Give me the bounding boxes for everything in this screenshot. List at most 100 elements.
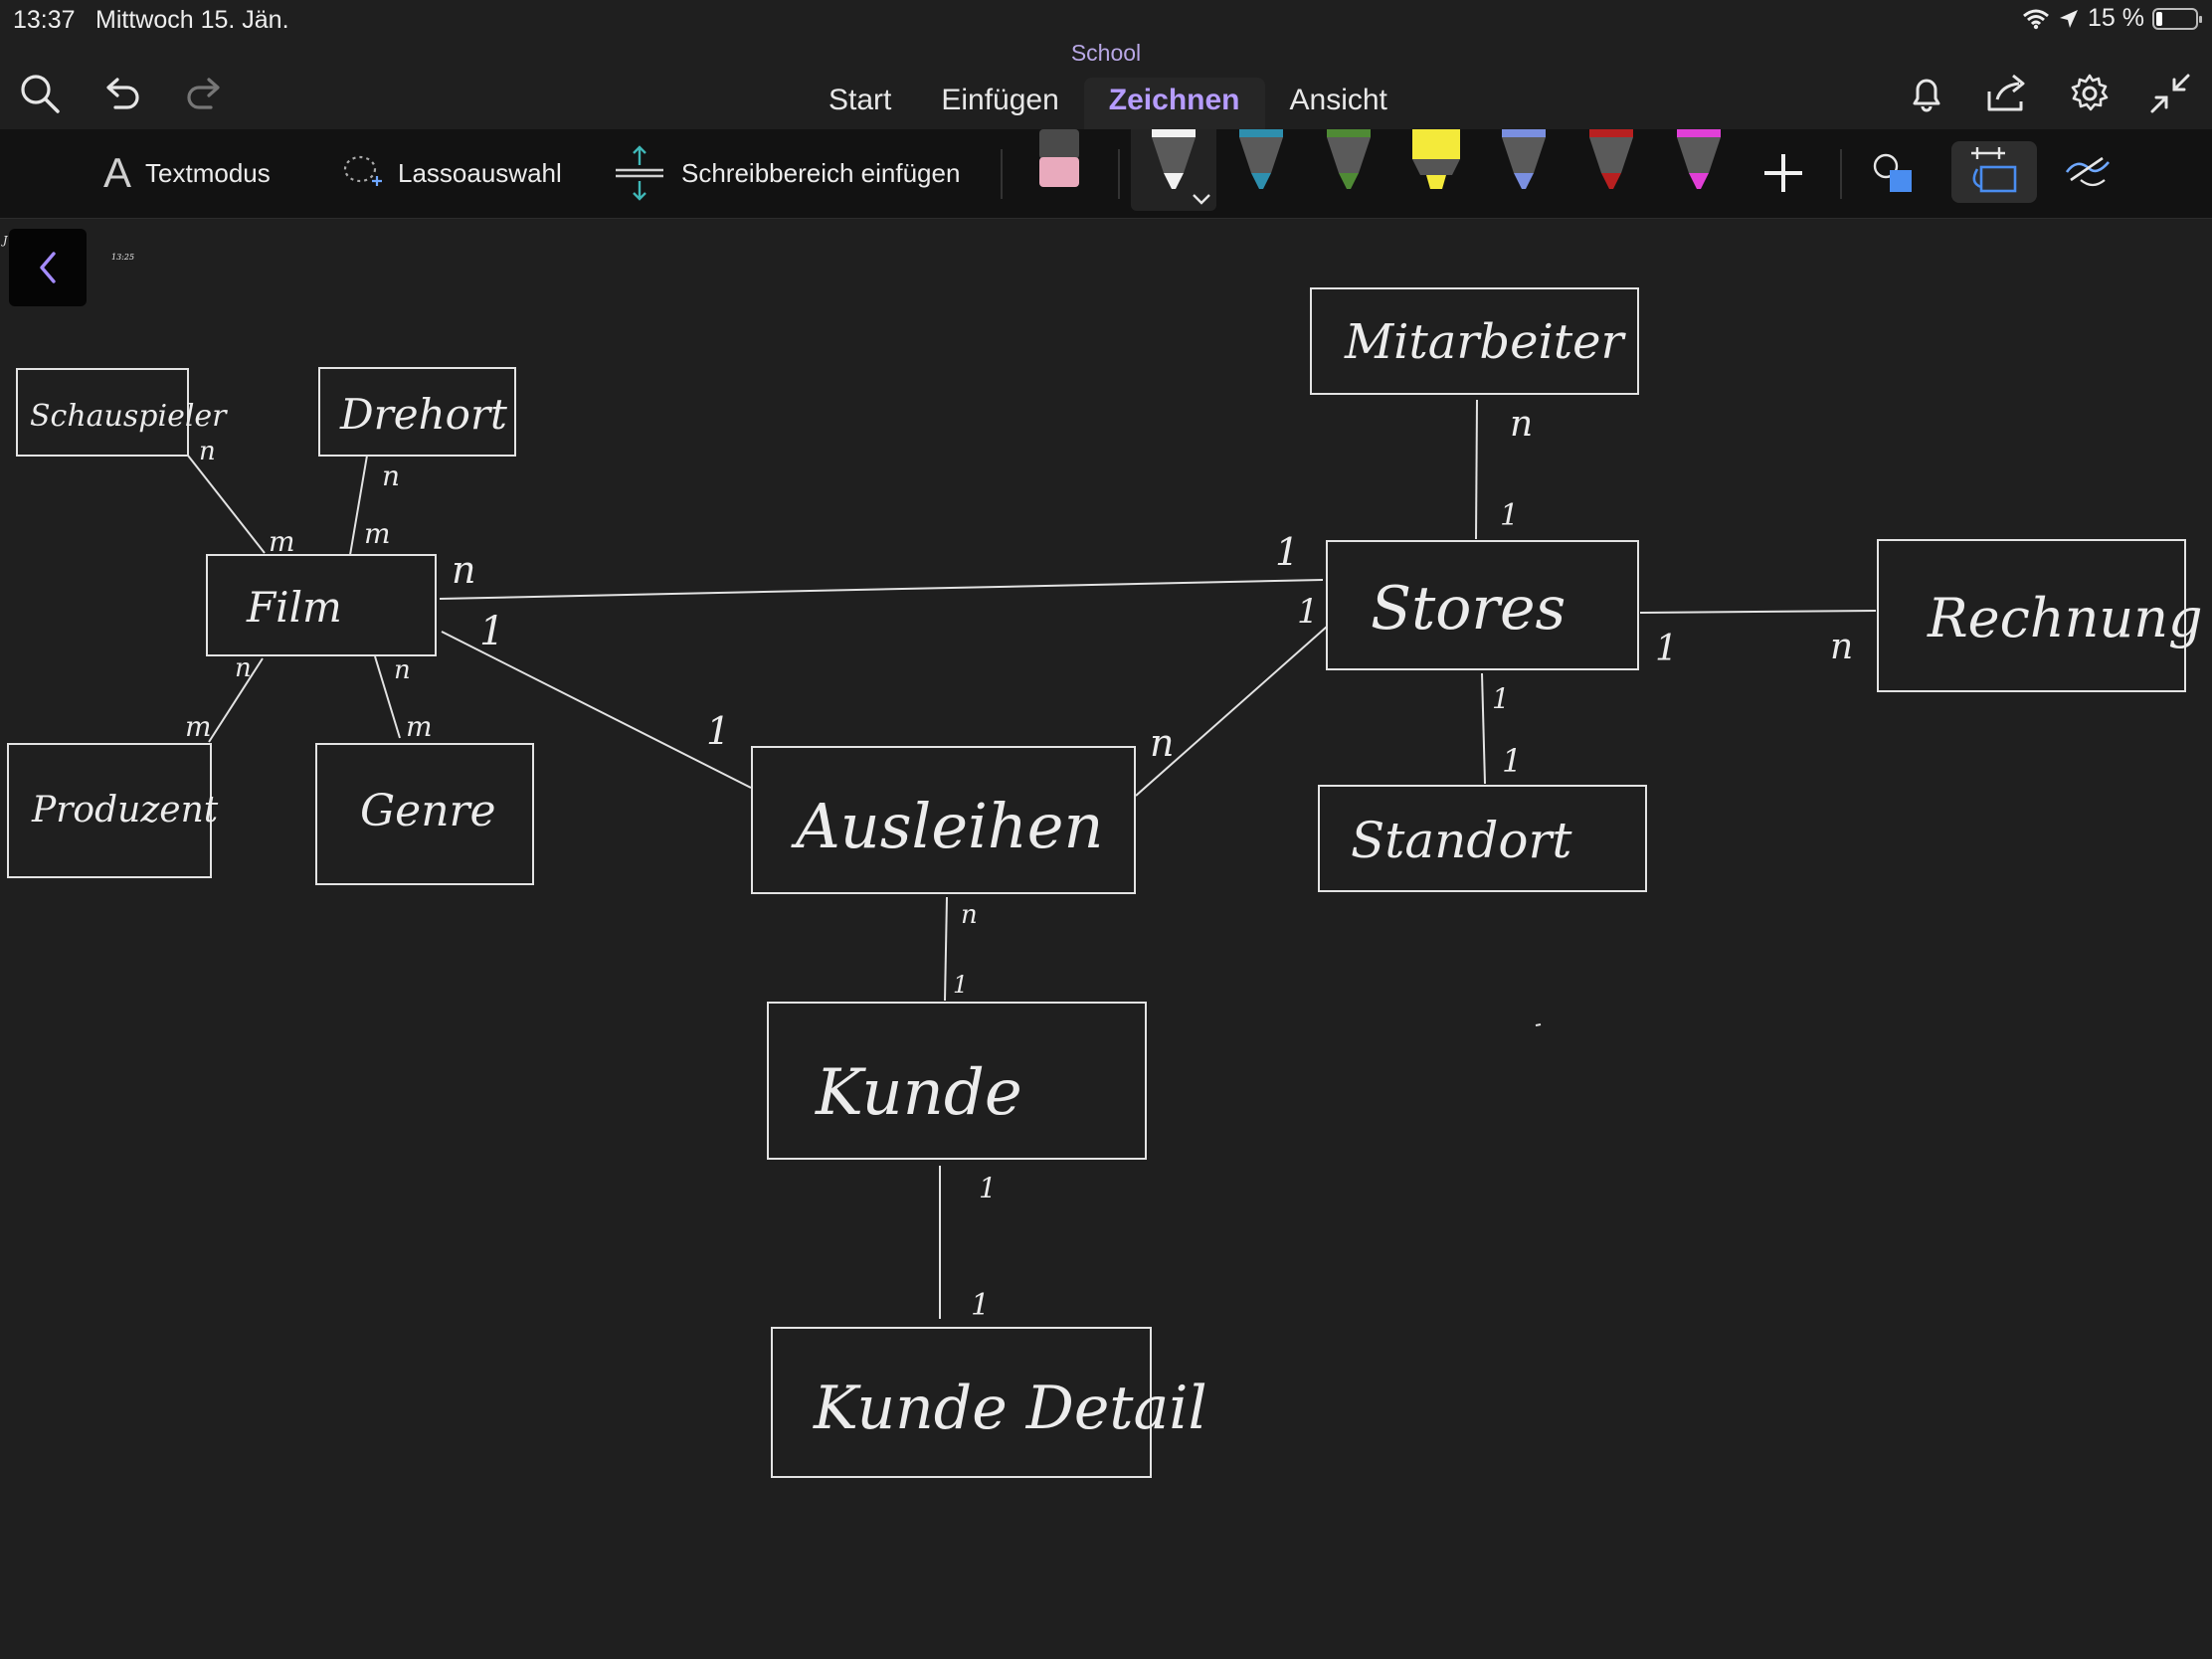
lasso-icon [343, 155, 382, 186]
cardinality-label: n [961, 900, 978, 930]
back-button[interactable] [9, 229, 87, 306]
cardinality-label: n [199, 437, 216, 466]
ink-to-text-button[interactable] [2063, 147, 2113, 199]
entity-label-film: Film [246, 583, 342, 632]
location-icon [2060, 9, 2079, 28]
stray-ink-mark [1535, 1023, 1542, 1026]
edge-ausleihen-kunde [944, 896, 948, 1002]
cardinality-label: 1 [1655, 629, 1678, 669]
insert-space-icon [616, 145, 663, 201]
search-button[interactable] [10, 64, 70, 123]
draw-ribbon: A Textmodus Lassoauswahl Schreibbereich … [0, 129, 2212, 219]
entity-box-kunde [767, 1002, 1147, 1160]
ink-replay-icon [2065, 156, 2110, 187]
entity-box-drehort [318, 367, 516, 457]
collapse-icon [2150, 74, 2190, 113]
pen-galaxy-tool[interactable] [1494, 129, 1554, 199]
edge-film-stores [439, 579, 1324, 600]
entity-box-mitarbeiter [1310, 287, 1639, 395]
chevron-left-icon [40, 252, 56, 283]
pen-white-tool[interactable] [1144, 129, 1203, 199]
insert-space-label: Schreibbereich einfügen [681, 157, 961, 188]
cardinality-label: n [452, 548, 475, 592]
note-canvas[interactable]: J 13:25 Schauspieler Drehort Film Produz… [0, 220, 2212, 1659]
edge-stores-rechnung [1639, 610, 1877, 614]
battery-icon [2152, 7, 2202, 30]
text-mode-icon: A [103, 149, 132, 196]
lasso-button[interactable]: Lassoauswahl [340, 147, 562, 199]
add-pen-button[interactable] [1760, 147, 1806, 199]
cardinality-label: m [406, 710, 433, 743]
ribbon-tabs: Start Einfügen Zeichnen Ansicht [804, 78, 1412, 129]
tab-start[interactable]: Start [829, 84, 892, 116]
ribbon-separator [1001, 149, 1003, 199]
status-right: 15 % [2022, 4, 2202, 33]
wifi-icon [2023, 9, 2049, 29]
entity-box-standort [1318, 785, 1647, 892]
entity-label-stores: Stores [1371, 574, 1566, 644]
notifications-button[interactable] [1897, 64, 1956, 123]
text-mode-button[interactable]: A Textmodus [103, 147, 271, 199]
ribbon-separator [1840, 149, 1842, 199]
search-icon [21, 75, 60, 113]
bell-icon [1913, 79, 1940, 112]
cardinality-label: 1 [1275, 530, 1299, 574]
entity-box-ausleihen [751, 746, 1136, 894]
shapes-button[interactable] [1870, 147, 1920, 199]
entity-label-genre: Genre [360, 786, 496, 836]
convert-shapes-toggle[interactable] [1951, 141, 2037, 203]
pen-pink-tool[interactable] [1669, 129, 1729, 199]
entity-label-standort: Standort [1351, 812, 1572, 869]
cardinality-label: 1 [953, 971, 968, 999]
redo-button[interactable] [175, 64, 235, 123]
entity-box-schauspieler [16, 368, 189, 457]
status-time: 13:37 [13, 6, 76, 34]
tab-einfuegen[interactable]: Einfügen [941, 84, 1059, 116]
cardinality-label: n [235, 653, 252, 683]
cardinality-label: 1 [706, 709, 730, 753]
entity-box-genre [315, 743, 534, 885]
entity-label-rechnung: Rechnung [1927, 587, 2203, 649]
entity-box-stores [1326, 540, 1639, 670]
page-tab-time: 13:25 [111, 253, 134, 262]
pen-teal-tool[interactable] [1231, 129, 1291, 199]
insert-space-button[interactable]: Schreibbereich einfügen [612, 145, 961, 201]
chevron-down-icon[interactable] [1192, 193, 1251, 263]
edge-mitarbeiter-stores [1475, 399, 1478, 540]
cardinality-label: m [364, 517, 391, 550]
cardinality-label: 1 [1500, 498, 1519, 533]
undo-button[interactable] [92, 64, 151, 123]
tab-zeichnen[interactable]: Zeichnen [1083, 78, 1265, 129]
cardinality-label: 1 [979, 1172, 997, 1204]
text-mode-label: Textmodus [145, 157, 271, 188]
highlighter-yellow-tool[interactable] [1406, 129, 1466, 199]
entity-box-film [206, 554, 437, 656]
pen-green-tool[interactable] [1319, 129, 1379, 199]
entity-label-ausleihen: Ausleihen [791, 790, 1103, 862]
cardinality-label: n [1830, 627, 1853, 667]
edge-drehort-film [349, 455, 368, 556]
cardinality-label: n [1150, 721, 1174, 765]
shapes-icon [1873, 153, 1912, 192]
pen-red-tool[interactable] [1581, 129, 1641, 199]
settings-button[interactable] [2060, 64, 2120, 123]
edge-film-ausleihen [441, 631, 752, 789]
status-bar: 13:37 Mittwoch 15. Jän. 15 % [0, 0, 2212, 40]
share-button[interactable] [1977, 64, 2037, 123]
convert-shapes-icon [1971, 147, 2017, 193]
edge-stores-standort [1481, 672, 1486, 785]
entity-box-kunde-detail [771, 1327, 1152, 1478]
entity-box-rechnung [1877, 539, 2186, 692]
edge-stores-ausleihen [1135, 626, 1328, 797]
er-diagram: J 13:25 Schauspieler Drehort Film Produz… [1, 234, 2203, 1478]
status-date: Mittwoch 15. Jän. [95, 6, 289, 34]
cardinality-label: 1 [1502, 742, 1522, 780]
eraser-tool[interactable] [1031, 129, 1091, 199]
entity-label-kunde-detail: Kunde Detail [813, 1374, 1207, 1443]
tab-ansicht[interactable]: Ansicht [1289, 84, 1387, 116]
collapse-button[interactable] [2140, 64, 2200, 123]
redo-icon [187, 78, 220, 109]
battery-percent: 15 % [2088, 4, 2144, 32]
entity-label-kunde: Kunde [815, 1056, 1022, 1130]
entity-label-mitarbeiter: Mitarbeiter [1344, 314, 1627, 370]
